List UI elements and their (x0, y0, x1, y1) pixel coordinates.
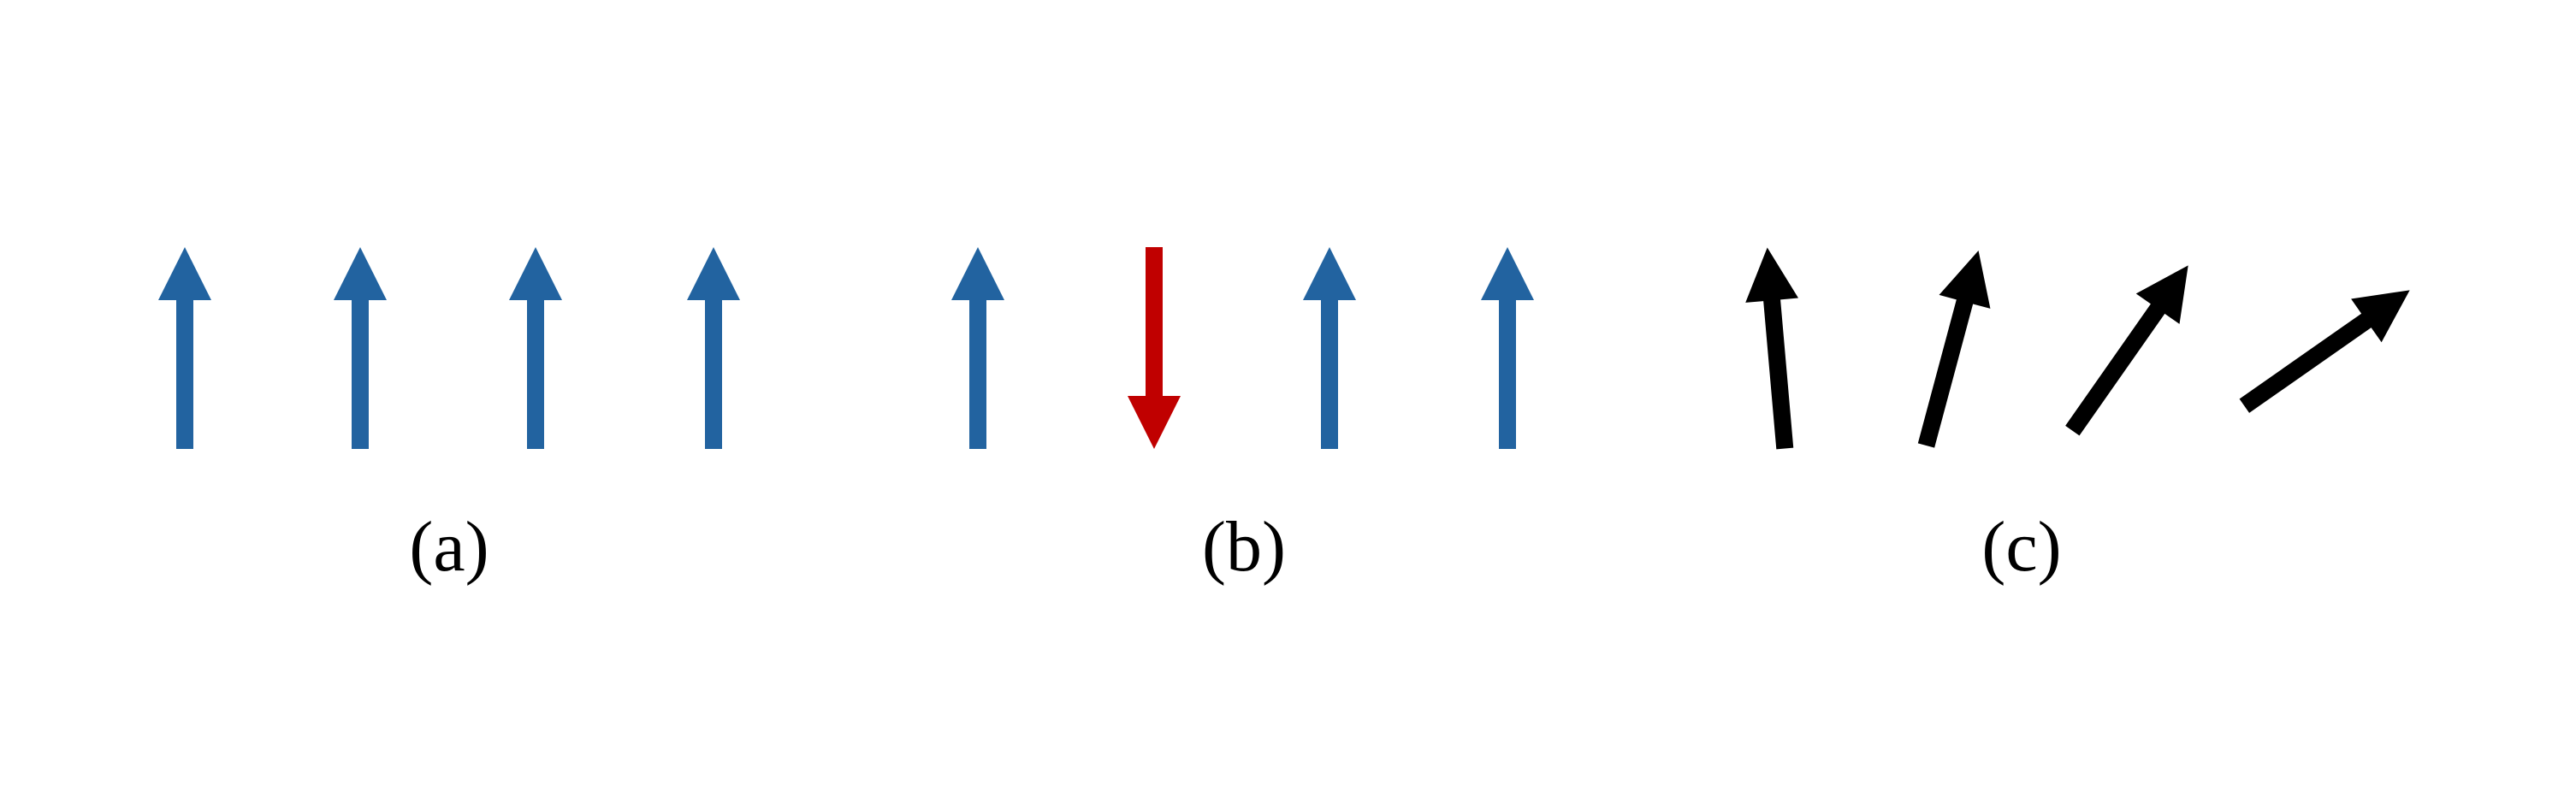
arrow-down-b-2 (1128, 247, 1181, 449)
arrow-up-b-1 (951, 247, 1004, 449)
arrow-up-b-4 (1481, 247, 1534, 449)
arrow-tilted-c-3 (2065, 265, 2188, 436)
arrow-up-a-3 (509, 247, 562, 449)
panel-a-label: (a) (409, 507, 489, 587)
arrow-tilted-c-2 (1917, 251, 1991, 448)
panel-b-label: (b) (1202, 507, 1286, 587)
panel-a-arrows (158, 247, 740, 449)
panel-c-arrows (1745, 247, 2410, 450)
arrow-up-a-1 (158, 247, 211, 449)
panel-c-label: (c) (1981, 507, 2062, 587)
arrow-up-a-4 (687, 247, 740, 449)
arrow-up-b-3 (1303, 247, 1356, 449)
arrow-tilted-c-4 (2239, 290, 2410, 413)
arrow-up-a-2 (334, 247, 387, 449)
panel-b-arrows (951, 247, 1534, 449)
arrow-tilted-c-1 (1745, 247, 1799, 450)
